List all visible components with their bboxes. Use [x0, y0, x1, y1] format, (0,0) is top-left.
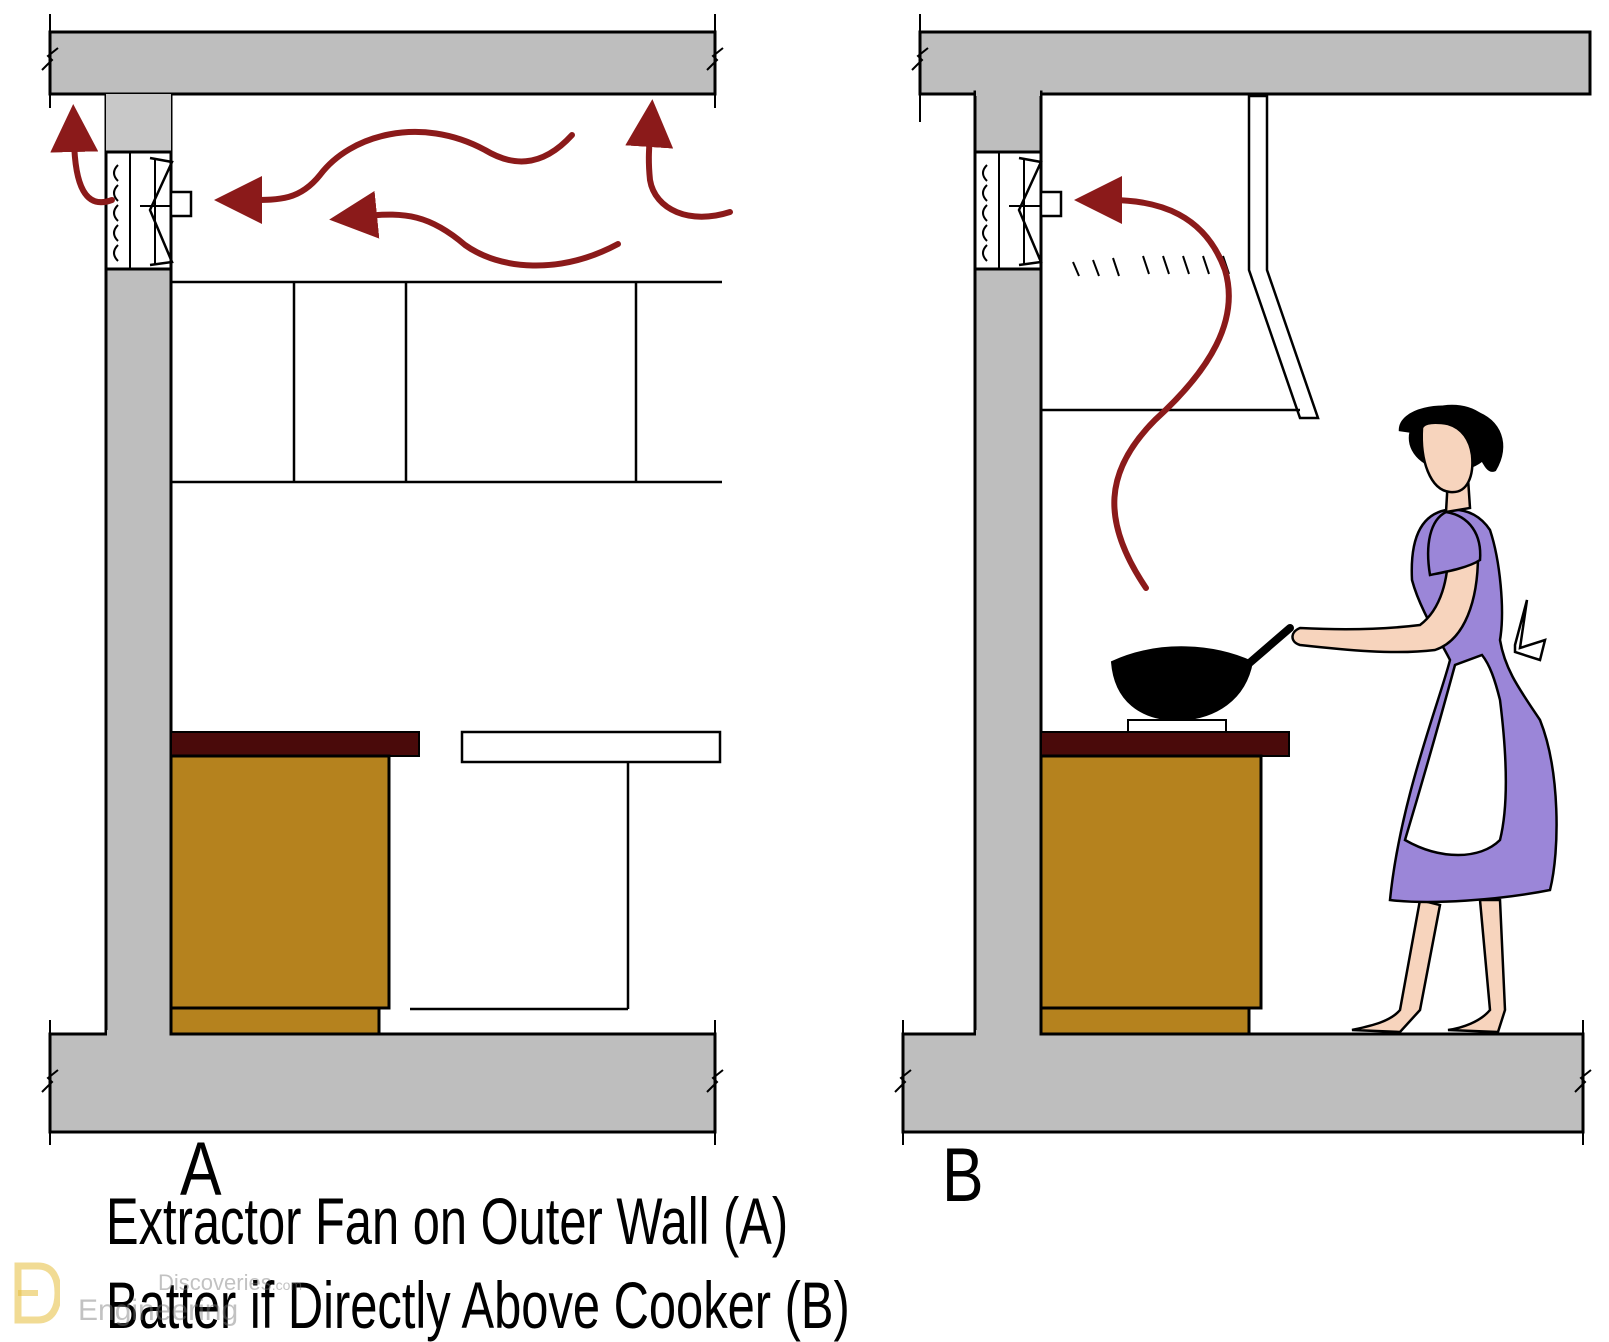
woman-legs — [1351, 898, 1442, 1034]
caption-line-2: Batter if Directly Above Cooker (B) — [106, 1268, 850, 1342]
caption-line-1: Extractor Fan on Outer Wall (A) — [106, 1184, 789, 1258]
panel-b — [894, 14, 1592, 1145]
woman-apron — [1403, 653, 1508, 857]
airflow-arrow-exit — [50, 104, 115, 206]
cabinet-plinth-b — [1039, 1006, 1251, 1036]
airflow-arrows-a — [50, 99, 733, 269]
cooker-hood-b — [1041, 94, 1320, 420]
watermark-brand-suffix: .com — [271, 1277, 303, 1293]
break-mark-a-bottom-right — [706, 1069, 724, 1093]
watermark-brand-top: Discoveries.com — [158, 1270, 302, 1296]
woman-face — [1420, 421, 1474, 494]
upper-cabinets-a — [171, 280, 722, 484]
wok-handle-b — [1242, 624, 1294, 670]
extractor-fan-b — [973, 150, 1063, 271]
break-mark-b-bottom-right — [1574, 1069, 1592, 1093]
break-mark-a-bottom-left — [41, 1069, 59, 1093]
wok-b — [1110, 646, 1254, 722]
woman-cook-figure — [1291, 404, 1558, 1034]
woman-sleeve — [1426, 510, 1482, 577]
ceiling-slab-a — [48, 30, 717, 96]
base-cabinet-a — [169, 754, 391, 1010]
countertop-b — [1040, 731, 1290, 757]
cabinet-plinth-a — [169, 1006, 381, 1036]
watermark-brand-bottom: Engineering — [78, 1294, 239, 1327]
extractor-fan-a — [104, 150, 193, 271]
break-mark-b-bottom-left — [894, 1069, 912, 1093]
airflow-arrow-right — [625, 99, 733, 220]
panel-b-label: B — [942, 1133, 984, 1218]
wall-a-top-block — [106, 94, 171, 152]
break-mark-b-top-left — [911, 47, 929, 71]
floor-slab-a — [48, 1032, 717, 1134]
panel-a-label: A — [180, 1127, 222, 1212]
panel-a — [41, 14, 733, 1145]
wall-b-ceiling-joint — [976, 86, 1040, 96]
open-counter-a — [410, 730, 722, 1011]
break-mark-a-top-left — [41, 47, 59, 71]
ceiling-slab-b — [918, 30, 1592, 96]
break-mark-a-top-right — [706, 47, 724, 71]
watermark-brand-name: Discoveries — [158, 1270, 272, 1295]
watermark-logo — [12, 1262, 62, 1324]
airflow-arrow-b — [1074, 176, 1232, 591]
airflow-arrow-lower — [329, 190, 621, 269]
engineering-discoveries-logo-icon — [14, 1262, 62, 1324]
airflow-arrow-upper — [214, 129, 575, 224]
countertop-a — [170, 731, 420, 757]
base-cabinet-b — [1039, 754, 1263, 1010]
apron-bow — [1513, 599, 1547, 662]
wall-a-footing-clear — [107, 1030, 170, 1038]
woman-hair-top — [1398, 405, 1504, 472]
wall-b-footing-clear — [976, 1030, 1040, 1038]
stove-burner-b — [1127, 719, 1227, 733]
floor-slab-b — [901, 1032, 1585, 1134]
woman-arm — [1291, 537, 1480, 654]
